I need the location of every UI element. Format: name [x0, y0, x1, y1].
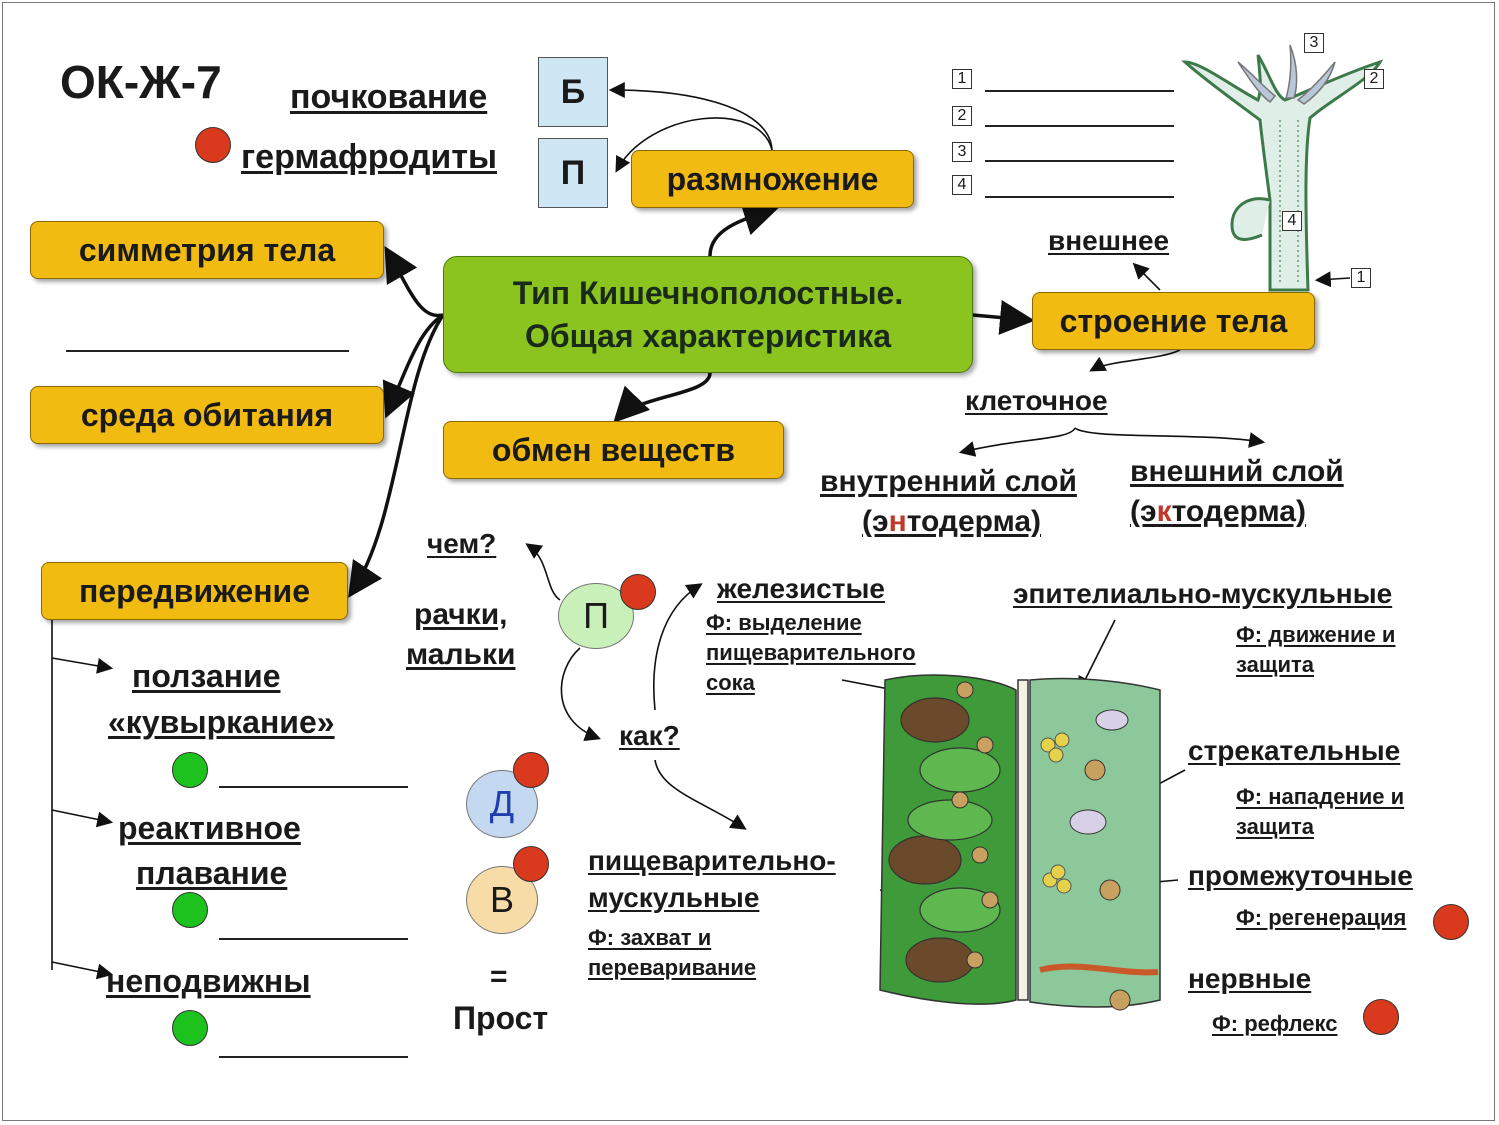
digestive-function-2: переваривание [588, 955, 757, 980]
prey-label-2: мальки [406, 638, 516, 671]
jet-label-2: плавание [136, 855, 288, 891]
crawling-label: ползание [132, 658, 281, 694]
digestive-muscle-label-2: мускульные [588, 882, 760, 913]
symmetry-node: симметрия тела [30, 221, 384, 279]
legend-number-2: 2 [952, 106, 972, 126]
red-dot [513, 846, 549, 882]
body-structure-node: строение тела [1032, 292, 1315, 350]
external-label: внешнее [1048, 225, 1170, 256]
center-title-line2: Общая характеристика [525, 317, 891, 354]
jet-label-1: реактивное [118, 810, 301, 846]
answer-line [985, 160, 1174, 162]
hermaphrodites-label: гермафродиты [241, 138, 498, 176]
prey-label-1: рачки, [414, 598, 508, 631]
epithelial-muscle-label: эпителиально-мускульные [1013, 578, 1393, 609]
red-dot [620, 574, 656, 610]
stinging-function-1: Ф: нападение и [1236, 784, 1405, 809]
nerve-label: нервные [1188, 963, 1312, 994]
metabolism-node: обмен веществ [443, 421, 784, 479]
epithelial-function-1: Ф: движение и [1236, 622, 1396, 647]
reproduction-node: размножение [631, 150, 914, 208]
budding-label: почкование [290, 78, 488, 116]
ectoderm-term: (эктодерма) [1130, 495, 1306, 528]
center-node: Тип Кишечнополостные. Общая характеристи… [443, 256, 973, 373]
green-dot [172, 1010, 208, 1046]
inner-layer-label: внутренний слой [820, 465, 1077, 498]
equals-sign: = [490, 960, 508, 993]
stinging-function-2: защита [1236, 814, 1314, 839]
red-dot [513, 752, 549, 788]
answer-line [985, 196, 1174, 198]
habitat-node: среда обитания [30, 386, 384, 444]
digestive-muscle-label-1: пищеварительно- [588, 845, 836, 876]
intermediate-label: промежуточные [1188, 860, 1413, 891]
green-dot [172, 892, 208, 928]
red-dot [1363, 999, 1399, 1035]
answer-line [219, 938, 408, 940]
digestive-function-1: Ф: захват и [588, 925, 712, 950]
glandular-function-1: Ф: выделение [706, 610, 862, 635]
answer-line [985, 125, 1174, 127]
hydra-label-2: 2 [1364, 69, 1384, 89]
green-dot [172, 752, 208, 788]
hydra-label-3: 3 [1304, 33, 1324, 53]
answer-line [219, 786, 408, 788]
hydra-label-4: 4 [1282, 211, 1302, 231]
glandular-label: железистые [717, 573, 885, 604]
stinging-label: стрекательные [1188, 735, 1401, 766]
budding-letter-box: Б [538, 57, 608, 127]
red-dot [195, 127, 231, 163]
legend-number-3: 3 [952, 142, 972, 162]
glandular-function-3: сока [706, 670, 755, 695]
hermaphrodites-letter-box: П [538, 138, 608, 208]
outer-layer-label: внешний слой [1130, 455, 1344, 488]
center-title-line1: Тип Кишечнополостные. [512, 274, 904, 311]
glandular-function-2: пищеварительного [706, 640, 916, 665]
page-code: ОК-Ж-7 [60, 56, 222, 108]
legend-number-4: 4 [952, 175, 972, 195]
cellular-label: клеточное [965, 385, 1108, 416]
prost-label: Прост [453, 1000, 549, 1036]
answer-line [219, 1056, 408, 1058]
intermediate-function: Ф: регенерация [1236, 905, 1407, 930]
red-dot [1433, 904, 1469, 940]
how-question: как? [619, 720, 680, 751]
legend-number-1: 1 [952, 69, 972, 89]
nerve-function: Ф: рефлекс [1212, 1011, 1338, 1036]
endoderm-term: (энтодерма) [862, 505, 1042, 538]
movement-node: передвижение [41, 562, 348, 620]
answer-line [985, 90, 1174, 92]
sessile-label: неподвижны [106, 963, 311, 999]
answer-line [66, 350, 349, 352]
tumbling-label: «кувыркание» [108, 704, 335, 740]
what-question: чем? [427, 528, 497, 559]
epithelial-function-2: защита [1236, 652, 1314, 677]
hydra-label-1: 1 [1351, 268, 1371, 288]
